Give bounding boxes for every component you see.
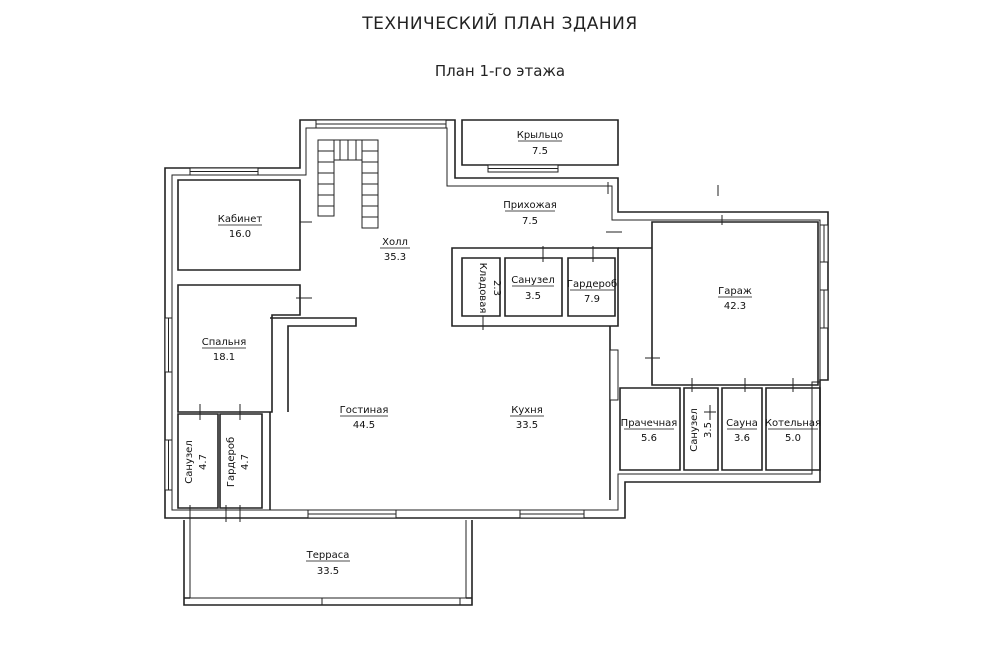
hall-label: Холл (382, 237, 408, 248)
pantry-walls (461, 257, 501, 317)
wardrobe-1-label: Гардероб (567, 279, 617, 290)
stair-flight-right (361, 139, 379, 229)
windows (164, 119, 829, 519)
utility-block-walls (451, 247, 619, 327)
wardrobe-1-area: 7.9 (584, 294, 600, 305)
window-hall-north (315, 119, 447, 129)
bathroom-1-area: 3.5 (525, 291, 541, 302)
garage-area: 42.3 (724, 301, 746, 312)
living-room-partition (270, 317, 357, 412)
bathroom-2-area: 4.7 (198, 454, 209, 470)
pantry-label: Кладовая (477, 263, 488, 314)
terrace-outline (183, 520, 473, 606)
boiler-room-area: 5.0 (785, 433, 801, 444)
garage-label: Гараж (718, 286, 752, 297)
bathroom-3-walls (683, 387, 719, 471)
laundry-label: Прачечная (621, 418, 678, 429)
boiler-room-label: Котельная (765, 418, 821, 429)
floor-plan-subtitle: План 1-го этажа (434, 62, 566, 80)
laundry-area: 5.6 (641, 433, 657, 444)
staircase (317, 139, 379, 229)
window-bathroom-west (164, 439, 173, 491)
pantry-area: 2.3 (491, 280, 502, 296)
office-area: 16.0 (229, 229, 251, 240)
wardrobe-2-area: 4.7 (240, 454, 251, 470)
porch-area: 7.5 (532, 146, 548, 157)
stair-treads-right (362, 150, 378, 218)
bedroom-area: 18.1 (213, 352, 235, 363)
sauna-area: 3.6 (734, 433, 750, 444)
wardrobe-1-walls (567, 257, 616, 317)
stair-landing (333, 139, 363, 161)
bathroom-3-area: 3.5 (703, 422, 714, 438)
window-office-north (189, 167, 259, 176)
terrace-inner-outline (189, 520, 467, 599)
door-marks (189, 182, 794, 605)
bathroom-2-label: Санузел (184, 440, 195, 483)
terrace-area: 33.5 (317, 566, 339, 577)
garage-walls (651, 221, 819, 386)
sauna-label: Сауна (726, 418, 758, 429)
entry-hall-label: Прихожая (503, 200, 557, 211)
bedroom-label: Спальня (202, 337, 247, 348)
sauna-walls (721, 387, 763, 471)
window-garage-east-1 (819, 224, 829, 263)
wardrobe-2-label: Гардероб (226, 437, 237, 487)
stair-treads-left (318, 150, 334, 207)
bathroom-1-walls (504, 257, 563, 317)
room-labels: Крыльцо 7.5 Прихожая 7.5 Кабинет 16.0 Хо… (184, 130, 821, 577)
bathroom-1-label: Санузел (511, 275, 554, 286)
bathroom-3-label: Санузел (689, 408, 700, 451)
porch-walls (461, 119, 619, 166)
stair-landing-treads (339, 140, 357, 160)
living-room-label: Гостиная (340, 405, 389, 416)
window-garage-east-2 (819, 289, 829, 329)
bedroom-walls (177, 284, 301, 413)
bathroom-2-walls (177, 413, 219, 509)
porch-label: Крыльцо (517, 130, 564, 141)
walls (164, 119, 829, 606)
boiler-room-walls (765, 387, 821, 471)
entry-hall-area: 7.5 (522, 216, 538, 227)
outer-wall-inner-face (171, 127, 821, 511)
living-room-area: 44.5 (353, 420, 375, 431)
window-kitchen-south (519, 509, 585, 519)
hall-area: 35.3 (384, 252, 406, 263)
wardrobe-2-walls (219, 413, 263, 509)
kitchen-area: 33.5 (516, 420, 538, 431)
window-porch (487, 164, 559, 173)
laundry-walls (619, 387, 681, 471)
stair-flight-left (317, 139, 335, 217)
kitchen-label: Кухня (511, 405, 543, 416)
document-title: ТЕХНИЧЕСКИЙ ПЛАН ЗДАНИЯ (362, 14, 638, 34)
office-label: Кабинет (218, 214, 263, 225)
window-kitchen-east (609, 349, 619, 401)
window-living-south (307, 509, 397, 519)
terrace-label: Терраса (306, 550, 350, 561)
office-walls (177, 179, 301, 271)
window-bedroom-west (164, 317, 173, 373)
